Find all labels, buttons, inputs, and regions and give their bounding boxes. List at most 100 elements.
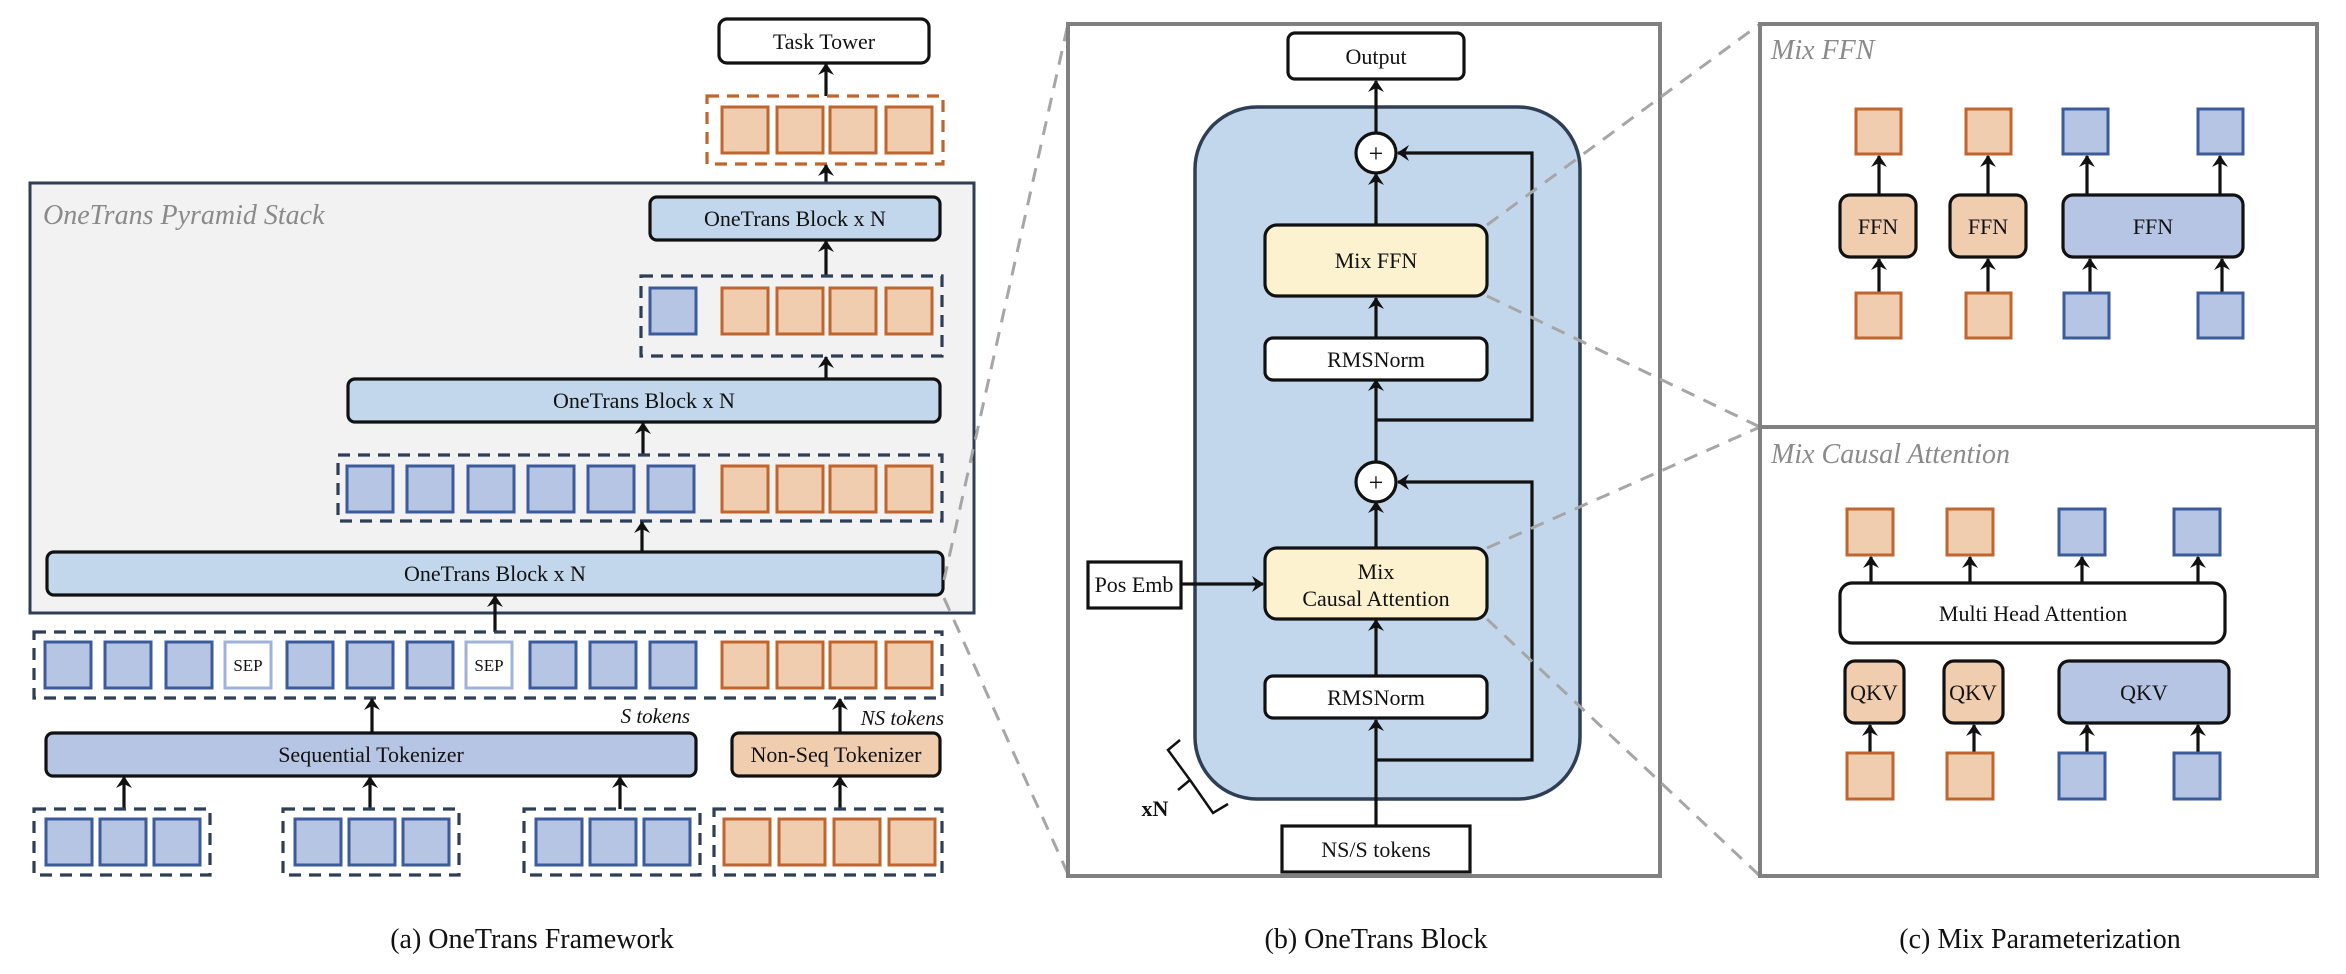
s-feature-token [152, 817, 202, 867]
s-token [646, 464, 696, 514]
s-token [405, 464, 455, 514]
ffn-out-s-1 [2061, 107, 2110, 156]
s-token [103, 640, 153, 690]
pyramid-stack-title: OneTrans Pyramid Stack [43, 200, 325, 231]
ffn-out-ns-2 [1964, 107, 2013, 156]
mix-caption: (c) Mix Parameterization [1899, 924, 2180, 955]
attn-out-s-2 [2172, 507, 2222, 557]
s-token [466, 464, 516, 514]
ns-token [828, 464, 878, 514]
ffn-out-ns-1 [1854, 107, 1903, 156]
ns-token [720, 640, 770, 690]
top-token-group [639, 274, 944, 358]
pos-emb-label: Pos Emb [1095, 572, 1174, 597]
multi-head-attention-label: Multi Head Attention [1939, 601, 2127, 626]
output-token-row [720, 105, 934, 155]
ns-token [775, 640, 825, 690]
zoom-link-a-bottom [942, 597, 1070, 875]
onetrans-block-mid-label: OneTrans Block x N [553, 388, 735, 413]
ffn-ns-2-box [1948, 193, 2028, 259]
middle-token-row [345, 464, 934, 514]
onetrans-block-bottom-label: OneTrans Block x N [404, 561, 586, 586]
pos-emb-box [1086, 560, 1183, 610]
s-token [405, 640, 455, 690]
s-feature-token [44, 817, 94, 867]
s-token [586, 464, 636, 514]
rmsnorm-top-label: RMSNorm [1327, 347, 1425, 372]
ns-token [828, 105, 878, 155]
ns-feature-token [832, 817, 882, 867]
mix-attention-label-line2: Causal Attention [1302, 586, 1449, 611]
rmsnorm-bottom-box [1263, 674, 1489, 720]
s-token [43, 640, 93, 690]
ns-token [828, 640, 878, 690]
s-feature-token [401, 817, 451, 867]
ns-token [720, 464, 770, 514]
s-feature-group [522, 807, 702, 877]
mix-attention-box [1263, 546, 1489, 621]
ns-token [775, 105, 825, 155]
ffn-in-ns-2 [1964, 291, 2013, 340]
s-feature-token [98, 817, 148, 867]
s-token [526, 464, 576, 514]
s-token [285, 640, 335, 690]
mix-ffn-box [1263, 223, 1489, 298]
attn-in-s-1 [2057, 751, 2107, 801]
ns-token [775, 464, 825, 514]
ffn-ns-1-label: FFN [1858, 214, 1898, 239]
mix-panel: Mix FFN FFN FFN FFN Mix Causal Attention [1758, 22, 2319, 955]
nonseq-tokenizer-label: Non-Seq Tokenizer [751, 742, 923, 767]
mix-ffn-label: Mix FFN [1335, 248, 1418, 273]
s-token [528, 640, 578, 690]
ns-token [884, 464, 934, 514]
multi-head-attention-box [1838, 581, 2227, 645]
mix-attention-panel-title: Mix Causal Attention [1770, 439, 2010, 470]
ns-token [884, 640, 934, 690]
qkv-s-label: QKV [2120, 680, 2168, 705]
ffn-s-box [2061, 193, 2245, 259]
rmsnorm-bottom-label: RMSNorm [1327, 685, 1425, 710]
ns-tokens-label: NS tokens [860, 706, 944, 730]
zoom-link-ffn-top [1486, 22, 1761, 227]
mix-attention-panel [1758, 425, 2319, 878]
qkv-s-box [2057, 659, 2231, 725]
top-token-row [648, 286, 934, 336]
framework-panel: Task Tower OneTrans Pyramid Stack OneTra… [28, 17, 976, 955]
ns-token [884, 105, 934, 155]
attn-in-s-2 [2172, 751, 2222, 801]
residual-attn [1376, 474, 1534, 762]
ffn-ns-1-box [1838, 193, 1918, 259]
block-panel: Output + Mix FFN RMSNorm + Mix Causal At… [1066, 22, 1662, 955]
task-tower-label: Task Tower [773, 29, 876, 54]
onetrans-block-top [648, 195, 942, 242]
framework-caption: (a) OneTrans Framework [390, 924, 674, 955]
s-feature-token [588, 817, 638, 867]
sep-token-label: SEP [474, 656, 503, 675]
input-tokens-box [1280, 824, 1472, 874]
add-node-bottom-symbol: + [1369, 468, 1384, 497]
s-tokens-label: S tokens [621, 704, 690, 728]
ns-token [828, 286, 878, 336]
ns-feature-token [777, 817, 827, 867]
add-node-top-symbol: + [1369, 139, 1384, 168]
qkv-ns-1-label: QKV [1850, 680, 1898, 705]
ns-token [720, 286, 770, 336]
s-feature-token [642, 817, 692, 867]
sequential-tokenizer-label: Sequential Tokenizer [278, 742, 464, 767]
attn-in-ns-1 [1845, 751, 1895, 801]
ns-feature-group [712, 807, 944, 877]
mix-attention-label-line1: Mix [1358, 559, 1395, 584]
qkv-ns-2-label: QKV [1949, 680, 1997, 705]
zoom-link-ffn-bottom [1486, 294, 1761, 429]
zoom-link-attn-bottom [1485, 617, 1762, 878]
ffn-out-s-2 [2196, 107, 2245, 156]
sep-token [464, 640, 514, 690]
s-feature-token [293, 817, 343, 867]
ffn-s-label: FFN [2133, 214, 2173, 239]
onetrans-block-top-label: OneTrans Block x N [704, 206, 886, 231]
block-caption: (b) OneTrans Block [1265, 924, 1488, 955]
repeat-brace [1166, 739, 1229, 815]
s-feature-group [32, 807, 212, 877]
qkv-ns-1-box [1843, 659, 1906, 725]
ffn-ns-2-label: FFN [1968, 214, 2008, 239]
